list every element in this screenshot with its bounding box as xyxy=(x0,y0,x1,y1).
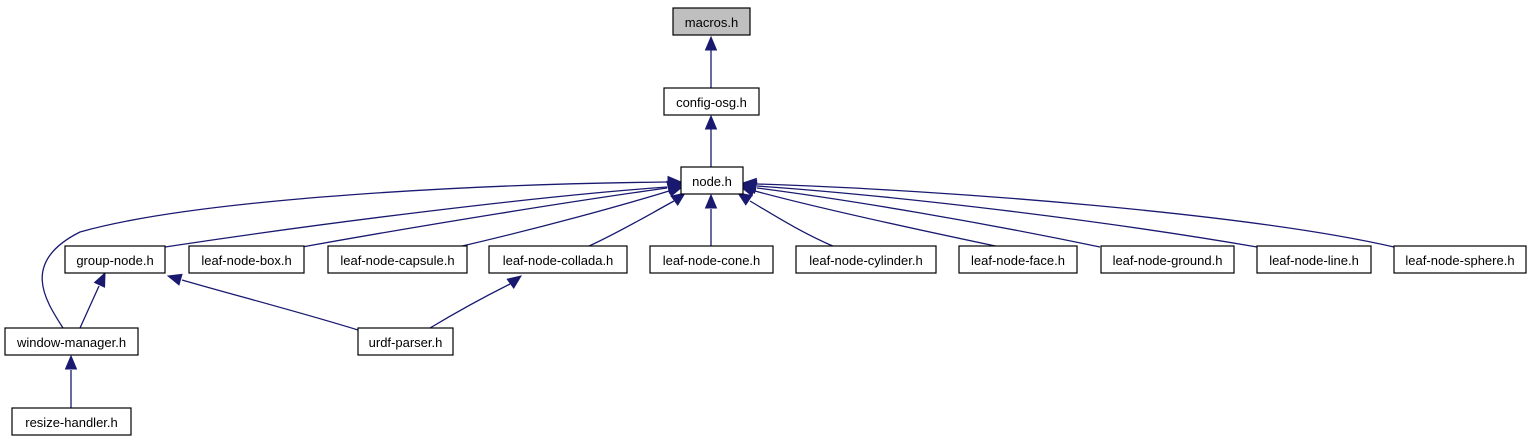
node-ground[interactable]: leaf-node-ground.h xyxy=(1100,245,1235,274)
node-box[interactable]: leaf-node-box.h xyxy=(188,245,305,274)
node-label: leaf-node-collada.h xyxy=(503,253,614,268)
arrowhead-icon xyxy=(704,114,718,130)
node-label: leaf-node-capsule.h xyxy=(340,253,454,268)
node-label: leaf-node-ground.h xyxy=(1113,253,1223,268)
edge-group-to-node xyxy=(164,180,683,248)
node-box xyxy=(649,245,774,274)
edges-layer xyxy=(41,35,1395,408)
node-label: leaf-node-box.h xyxy=(201,253,291,268)
edge-sphere-to-node xyxy=(741,177,1395,248)
node-label: leaf-node-cone.h xyxy=(663,253,761,268)
nodes-layer: macros.h config-osg.h node.h group-node.h le… xyxy=(4,7,1527,436)
node-collada[interactable]: leaf-node-collada.h xyxy=(488,245,628,274)
node-label: leaf-node-line.h xyxy=(1269,253,1359,268)
node-box xyxy=(663,87,760,116)
arrowhead-icon xyxy=(93,271,106,288)
edge-node-to-config xyxy=(704,114,718,167)
edge-config-to-macros xyxy=(704,35,718,88)
arrowhead-icon xyxy=(64,354,78,370)
node-label: resize-handler.h xyxy=(25,415,118,430)
arrowhead-icon xyxy=(704,193,718,209)
node-macros: macros.h xyxy=(672,7,751,36)
edge-line xyxy=(181,279,359,331)
node-label: leaf-node-cylinder.h xyxy=(809,253,922,268)
arrowhead-icon xyxy=(506,275,523,289)
node-label: leaf-node-sphere.h xyxy=(1405,253,1514,268)
arrowhead-icon xyxy=(166,273,183,286)
edge-cone-to-node xyxy=(704,193,718,247)
edge-line xyxy=(41,181,668,329)
node-box xyxy=(64,245,166,274)
edge-line xyxy=(756,183,1395,248)
edge-box-to-node xyxy=(301,181,683,248)
edge-urdf-to-group xyxy=(166,273,359,331)
edge-capsule-to-node xyxy=(457,184,684,248)
node-box xyxy=(11,407,132,436)
node-label: group-node.h xyxy=(76,253,153,268)
arrowhead-icon xyxy=(741,177,757,191)
node-box xyxy=(327,245,468,274)
node-box xyxy=(4,327,139,356)
node-label: urdf-parser.h xyxy=(369,335,443,350)
node-box xyxy=(357,327,454,356)
node-line[interactable]: leaf-node-line.h xyxy=(1256,245,1372,274)
node-urdf[interactable]: urdf-parser.h xyxy=(357,327,454,356)
node-label: node.h xyxy=(692,174,732,189)
arrowhead-icon xyxy=(704,35,718,51)
edge-line xyxy=(429,283,511,329)
node-label: config-osg.h xyxy=(676,95,747,110)
edge-line xyxy=(586,200,675,248)
edge-line xyxy=(756,187,1101,248)
arrowhead-icon xyxy=(670,192,687,206)
node-box xyxy=(488,245,628,274)
edge-line xyxy=(164,186,668,248)
edge-window-to-group xyxy=(79,271,106,329)
node-box xyxy=(795,245,937,274)
arrowhead-icon xyxy=(667,184,684,197)
node-node[interactable]: node.h xyxy=(680,166,744,195)
edge-resize-to-window xyxy=(64,354,78,408)
node-sphere[interactable]: leaf-node-sphere.h xyxy=(1393,245,1527,274)
node-resize[interactable]: resize-handler.h xyxy=(11,407,132,436)
node-box xyxy=(958,245,1078,274)
node-cylinder[interactable]: leaf-node-cylinder.h xyxy=(795,245,937,274)
node-cone[interactable]: leaf-node-cone.h xyxy=(649,245,774,274)
node-box xyxy=(1393,245,1527,274)
node-box xyxy=(1256,245,1372,274)
node-box xyxy=(1100,245,1235,274)
edge-line xyxy=(754,190,1001,248)
node-label: leaf-node-face.h xyxy=(971,253,1065,268)
edge-line xyxy=(301,187,668,248)
edge-line xyxy=(457,190,670,248)
node-config[interactable]: config-osg.h xyxy=(663,87,760,116)
edge-urdf-to-collada xyxy=(429,275,523,329)
arrowhead-icon xyxy=(736,192,753,206)
node-face[interactable]: leaf-node-face.h xyxy=(958,245,1078,274)
edge-collada-to-node xyxy=(586,192,687,248)
edge-line xyxy=(79,285,100,329)
edge-window-to-node xyxy=(41,175,683,329)
node-box xyxy=(188,245,305,274)
node-box xyxy=(672,7,751,36)
edge-line xyxy=(756,185,1258,248)
node-window[interactable]: window-manager.h xyxy=(4,327,139,356)
edge-cylinder-to-node xyxy=(736,192,836,248)
node-group[interactable]: group-node.h xyxy=(64,245,166,274)
node-label: window-manager.h xyxy=(16,335,126,350)
node-label: macros.h xyxy=(685,15,738,30)
node-capsule[interactable]: leaf-node-capsule.h xyxy=(327,245,468,274)
node-box xyxy=(680,166,744,195)
edge-line xyxy=(749,200,836,248)
arrowhead-icon xyxy=(667,175,683,189)
